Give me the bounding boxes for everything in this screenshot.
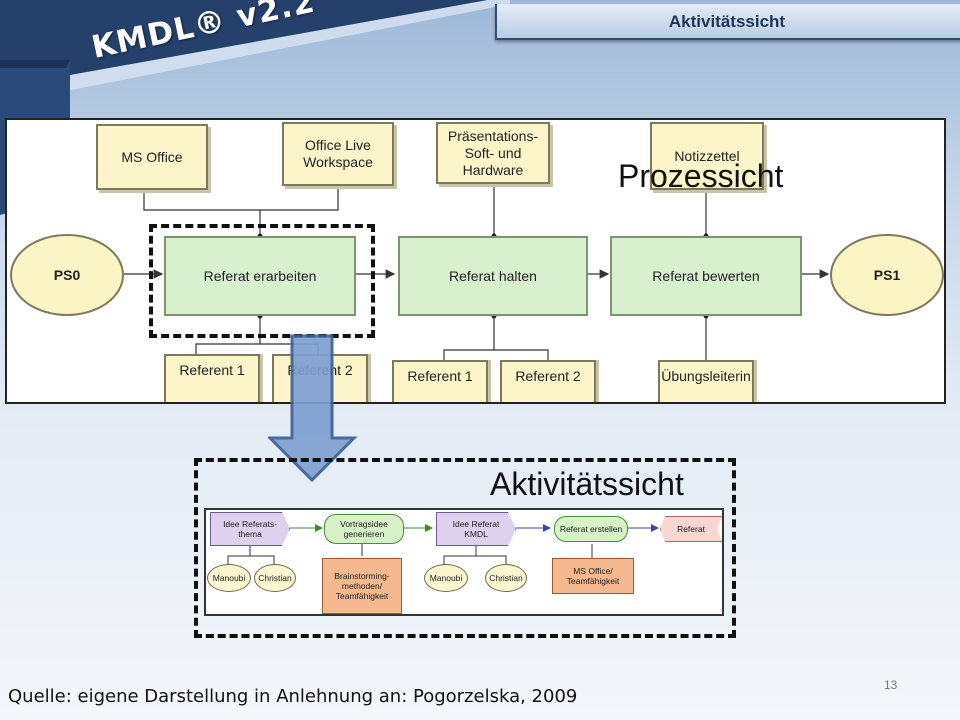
process-view-title: Prozessicht xyxy=(618,158,784,194)
header-banner xyxy=(0,0,510,90)
node-vortragsidee-generieren: Vortragsidee generieren xyxy=(324,514,404,544)
node-msoffice-teamfaehigkeit: MS Office/ Teamfähigkeit xyxy=(552,558,634,594)
resource-ms-office: MS Office xyxy=(96,124,208,190)
state-ps1: PS1 xyxy=(830,234,944,316)
node-brainstorming-teamfaehigkeit: Brainstorming- methoden/ Teamfähigkeit xyxy=(322,558,402,614)
resource-notizzettel: Notizzettel xyxy=(650,122,764,190)
page-number: 13 xyxy=(884,678,898,692)
node-manoubi-1: Manoubi xyxy=(207,564,251,592)
section-tab-label: Aktivitätssicht xyxy=(668,12,786,31)
state-ps0: PS0 xyxy=(10,234,124,316)
activity-referat-bewerten: Referat bewerten xyxy=(610,236,802,316)
activity-view-dashed-box xyxy=(194,458,736,638)
person-uebungsleiterin: Übungsleiterin xyxy=(658,360,754,402)
source-citation: Quelle: eigene Darstellung in Anlehnung … xyxy=(8,686,578,707)
activity-referat-halten: Referat halten xyxy=(398,236,588,316)
highlight-dashed-box xyxy=(149,224,375,338)
node-idee-referat-kmdl: Idee Referat KMDL xyxy=(436,512,516,546)
node-referat-erstellen: Referat erstellen xyxy=(554,516,628,542)
person-referent-2-b: Referent 2 xyxy=(500,360,596,402)
activity-referat-erarbeiten: Referat erarbeiten xyxy=(164,236,356,316)
node-christian-1: Christian xyxy=(254,564,296,592)
node-referat: Referat xyxy=(660,516,722,542)
node-christian-2: Christian xyxy=(485,564,527,592)
node-idee-referatsthema: Idee Referats- thema xyxy=(210,512,290,546)
activity-view-title: Aktivitätssicht xyxy=(490,466,684,502)
section-tab: Aktivitätssicht xyxy=(495,4,960,40)
person-referent-1-b: Referent 1 xyxy=(392,360,488,402)
person-referent-1-a: Referent 1 xyxy=(164,354,260,402)
resource-praesentations-hardware: Präsentations- Soft- und Hardware xyxy=(436,122,550,184)
node-manoubi-2: Manoubi xyxy=(424,564,468,592)
resource-office-live-workspace: Office Live Workspace xyxy=(282,122,394,186)
